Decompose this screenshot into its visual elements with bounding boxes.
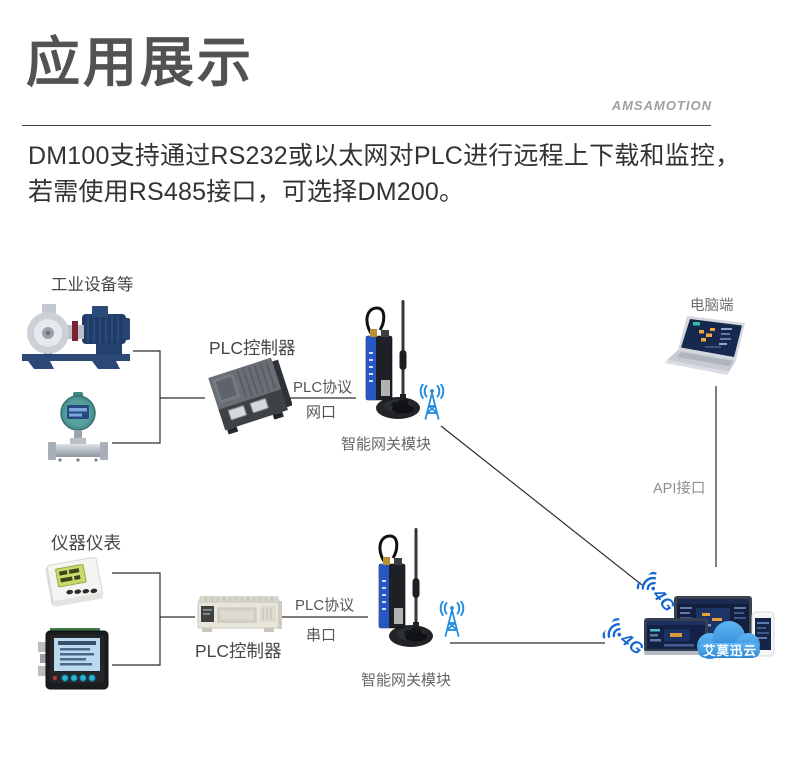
description-line-2: 若需使用RS485接口，可选择DM200。 xyxy=(28,178,465,206)
panel-meter-image xyxy=(45,556,103,607)
plc-controller-dark-image xyxy=(208,357,292,435)
antenna-tower-icon xyxy=(419,384,445,420)
page-title: 应用展示 xyxy=(26,33,254,93)
description-line-1: DM100支持通过RS232或以太网对PLC进行远程上下载和监控， xyxy=(28,142,741,170)
pc-label: 电脑端 xyxy=(690,298,734,314)
gateway-top-label: 智能网关模块 xyxy=(341,436,432,453)
gateway-bottom-label: 智能网关模块 xyxy=(361,672,452,689)
plc-controller-top-label: PLC控制器 xyxy=(209,338,296,358)
cloud-label: 艾莫迅云 xyxy=(703,643,757,658)
antenna-tower-icon xyxy=(439,601,465,637)
industrial-pump-image xyxy=(22,304,130,369)
laptop-image xyxy=(665,316,745,375)
plc-controller-beige-image xyxy=(197,596,282,632)
flow-meter-image xyxy=(48,392,108,462)
industrial-devices-label: 工业设备等 xyxy=(51,276,134,294)
plc-protocol-top-label: PLC协议 xyxy=(293,379,353,396)
brand-watermark: AMSAMOTION xyxy=(611,98,712,113)
api-label: API接口 xyxy=(653,481,706,497)
gateway-module-image xyxy=(364,298,422,421)
divider xyxy=(22,125,711,126)
plc-controller-bottom-label: PLC控制器 xyxy=(195,641,282,661)
cloud-platform-image: 艾莫迅云 xyxy=(644,596,775,659)
instruments-label: 仪器仪表 xyxy=(51,533,121,553)
plc-protocol-bottom-label: PLC协议 xyxy=(295,597,355,614)
cloud-icon: 艾莫迅云 xyxy=(697,621,760,659)
digital-meter-image xyxy=(38,628,109,690)
gateway-module-image xyxy=(377,526,435,649)
4g-signal-icon: 4G xyxy=(600,615,649,662)
port-bottom-label: 串口 xyxy=(306,627,337,644)
description: DM100支持通过RS232或以太网对PLC进行远程上下载和监控， 若需使用RS4… xyxy=(28,138,773,210)
port-top-label: 网口 xyxy=(306,404,337,421)
